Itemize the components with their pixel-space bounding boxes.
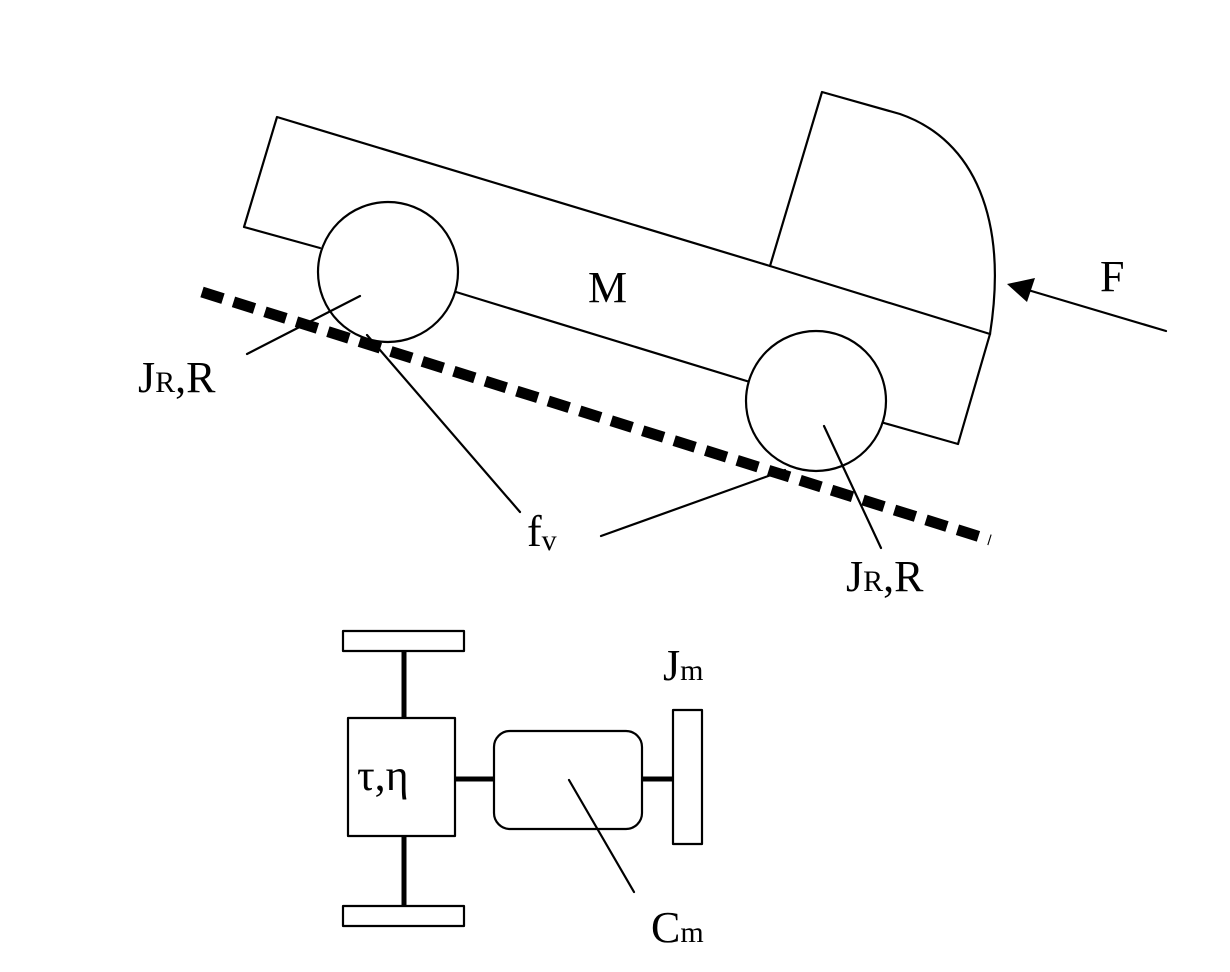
bottom-wheel-symbol: [341, 904, 466, 928]
force-arrow-head: [1007, 278, 1035, 302]
transmission-label: τ,η: [357, 751, 409, 800]
motor-inertia-label-sub: m: [680, 654, 703, 687]
front-wheel-label-rest: ,R: [883, 552, 924, 601]
rear-wheel: [316, 200, 460, 344]
truck-body: [242, 115, 772, 268]
force-label: F: [1100, 252, 1124, 301]
motor-torque-label: Cm: [651, 903, 704, 952]
motor-torque-label-main: C: [651, 903, 680, 952]
truck-cab: [768, 90, 996, 336]
friction-label-main: f: [527, 507, 542, 556]
front-wheel-label-sub: R: [863, 565, 883, 598]
front-wheel-leader: [822, 424, 883, 550]
friction-leader-front: [599, 468, 787, 538]
truck-body-bottom-front: [882, 421, 960, 446]
rear-wheel-label-rest: ,R: [175, 353, 216, 402]
inclined-ground: [200, 286, 992, 546]
friction-leader-rear: [365, 333, 522, 514]
rear-wheel-label: JR,R: [138, 353, 216, 402]
truck-front-lower: [956, 332, 992, 446]
motor-torque-label-sub: m: [680, 916, 703, 949]
motor-inertia-label-main: J: [663, 641, 680, 690]
motor-torque-leader: [567, 778, 636, 894]
force-arrow-shaft: [1026, 288, 1168, 333]
friction-label-sub: v: [542, 524, 557, 557]
rear-wheel-label-main: J: [138, 353, 155, 402]
rear-wheel-label-sub: R: [155, 366, 175, 399]
front-wheel-label-main: J: [846, 552, 863, 601]
top-wheel-symbol: [341, 629, 466, 653]
truck-body-mid-line: [768, 264, 992, 336]
front-wheel-label: JR,R: [846, 552, 924, 601]
rear-wheel-leader: [245, 294, 362, 356]
mass-label: M: [588, 263, 627, 312]
friction-label: fv: [527, 507, 557, 557]
motor-inertia-flywheel: [671, 708, 704, 846]
truck-body-bottom: [454, 290, 752, 384]
motor-inertia-label: Jm: [663, 641, 703, 690]
front-wheel: [744, 329, 888, 473]
